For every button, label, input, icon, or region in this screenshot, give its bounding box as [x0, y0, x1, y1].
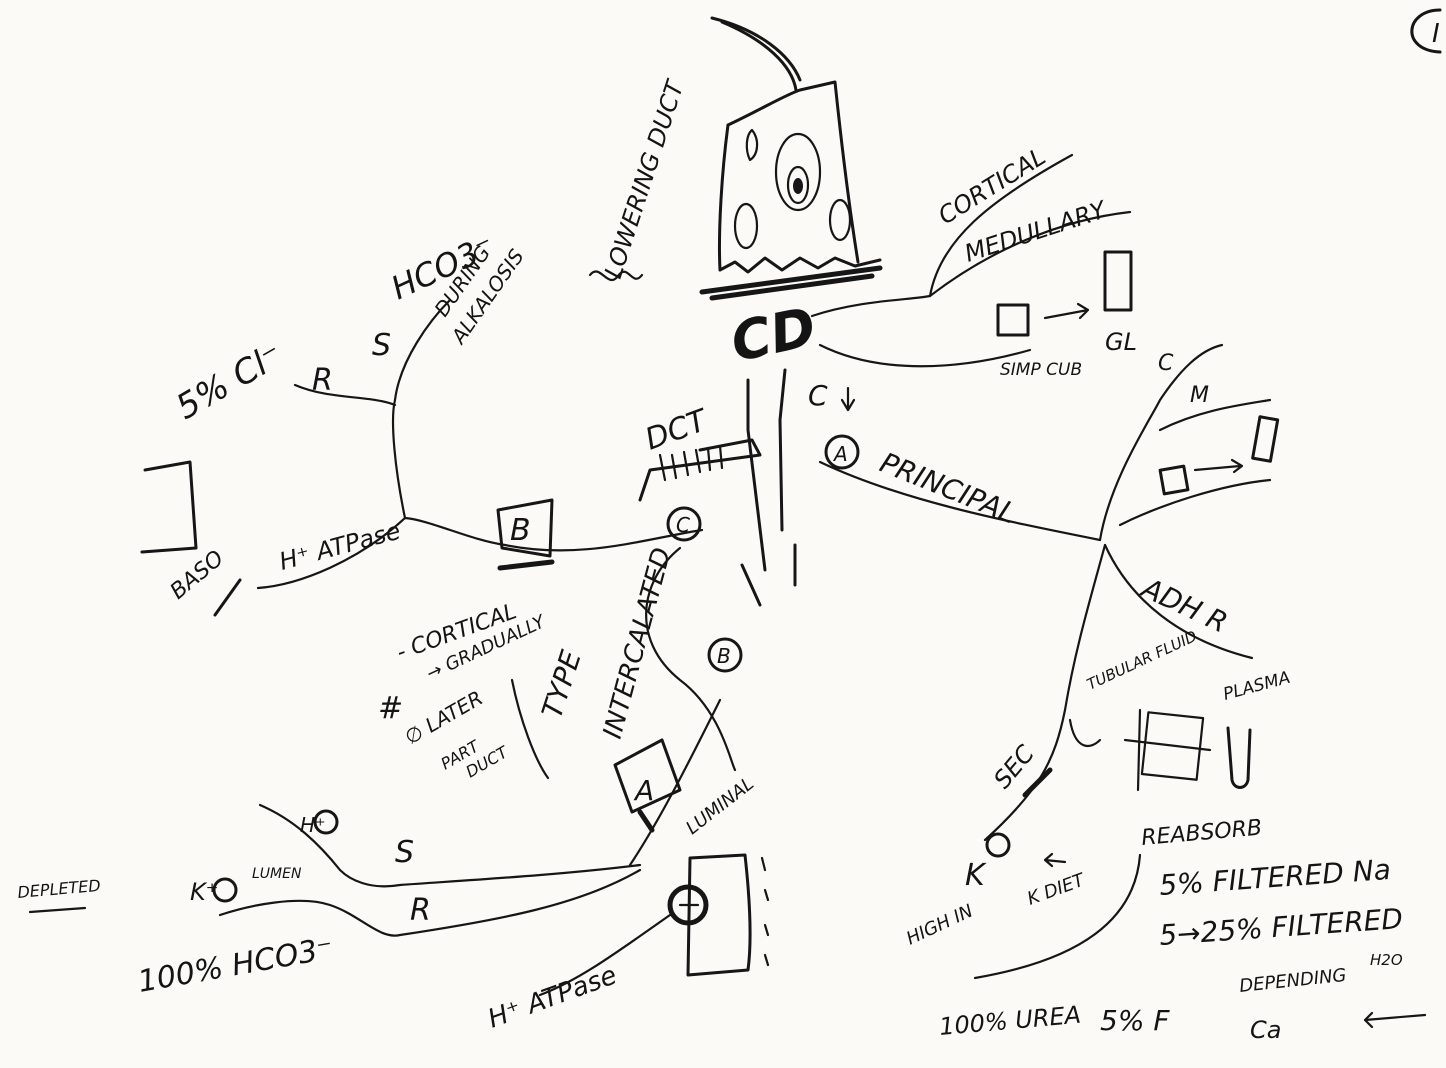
depending-label: DEPENDING	[1238, 965, 1347, 997]
k-label: K	[965, 858, 987, 893]
principal-arrow-label: C	[808, 379, 828, 412]
test-tube-icon	[1228, 728, 1250, 788]
cell-label: LOWERING DUCT	[599, 75, 690, 282]
reabsorb-label: REABSORB	[1140, 816, 1263, 851]
h-plus-label: H⁺	[300, 813, 326, 837]
c-label: C	[1158, 351, 1174, 376]
luminal-label: LUMINAL	[682, 773, 758, 839]
h2o-label: H2O	[1370, 951, 1403, 969]
corner-mark-text: I	[1432, 19, 1440, 49]
lumen-cell-icon	[688, 855, 750, 975]
principal-branch: A PRINCIPAL C C M ADH R TUBULAR FLUID PL…	[808, 345, 1425, 1044]
k-diet-label: K DIET	[1025, 869, 1090, 910]
k-plus-label: K⁺	[190, 878, 218, 906]
plasma-label: PLASMA	[1221, 668, 1292, 705]
box-b: B	[510, 513, 531, 548]
h-atpase-basal-label: H⁺ ATPase	[276, 517, 403, 576]
columnar-icon	[1105, 252, 1131, 310]
hash-note: #	[378, 691, 403, 726]
f-label: 5% F	[1100, 1004, 1170, 1037]
m-label: M	[1190, 383, 1209, 408]
baso-label: BASO	[166, 546, 229, 605]
urea-label: 100% UREA	[938, 1001, 1082, 1041]
tubular-fluid-label: TUBULAR FLUID	[1084, 627, 1200, 694]
corner-mark: I	[1412, 10, 1440, 52]
basolateral-box-icon	[142, 462, 196, 552]
k-plus-icon	[987, 834, 1009, 856]
cuboid-icon	[998, 305, 1028, 335]
hco3-label: 100% HCO3⁻	[135, 931, 335, 1000]
intercalated-branch: DCT C B H⁺ ATPase BASO S R HCO3⁻ DURING …	[17, 227, 795, 1035]
epithelium-branch: CORTICAL MEDULLARY SIMP CUB GL	[812, 142, 1137, 380]
nucleus-icon	[793, 178, 803, 194]
ca-label: Ca	[1250, 1016, 1281, 1044]
box-a: A	[633, 774, 654, 807]
gl-label: GL	[1105, 328, 1137, 356]
cell-label-group: LOWERING DUCT	[590, 75, 690, 282]
r-top-label: R	[312, 363, 333, 398]
principal-marker: A	[832, 442, 848, 466]
intercalated-label: INTERCALATED	[598, 545, 678, 742]
small-cuboid-icon	[1160, 466, 1188, 494]
water-label: 5→25% FILTERED	[1158, 902, 1404, 952]
r-label: R	[410, 893, 431, 928]
lumen-label: LUMEN	[252, 866, 302, 882]
cell-illustration	[702, 18, 880, 298]
principal-label: PRINCIPAL	[875, 446, 1021, 530]
na-label: 5% FILTERED Na	[1158, 853, 1392, 902]
s-top-label: S	[372, 328, 391, 363]
s-label: S	[395, 835, 414, 870]
marker-b: B	[717, 644, 731, 668]
simple-cuboidal-label: SIMP CUB	[1000, 360, 1082, 380]
cl-label: 5% Cl⁻	[170, 335, 290, 428]
tall-columnar-icon	[1253, 417, 1278, 461]
depleted-label: DEPLETED	[17, 876, 102, 902]
high-in-k-label: HIGH IN	[903, 901, 976, 950]
h-atpase-label: H⁺ ATPase	[484, 960, 621, 1034]
adh-label: ADH R	[1135, 571, 1232, 640]
title-node-cd: CD	[726, 295, 822, 374]
type-label: TYPE	[535, 646, 588, 722]
